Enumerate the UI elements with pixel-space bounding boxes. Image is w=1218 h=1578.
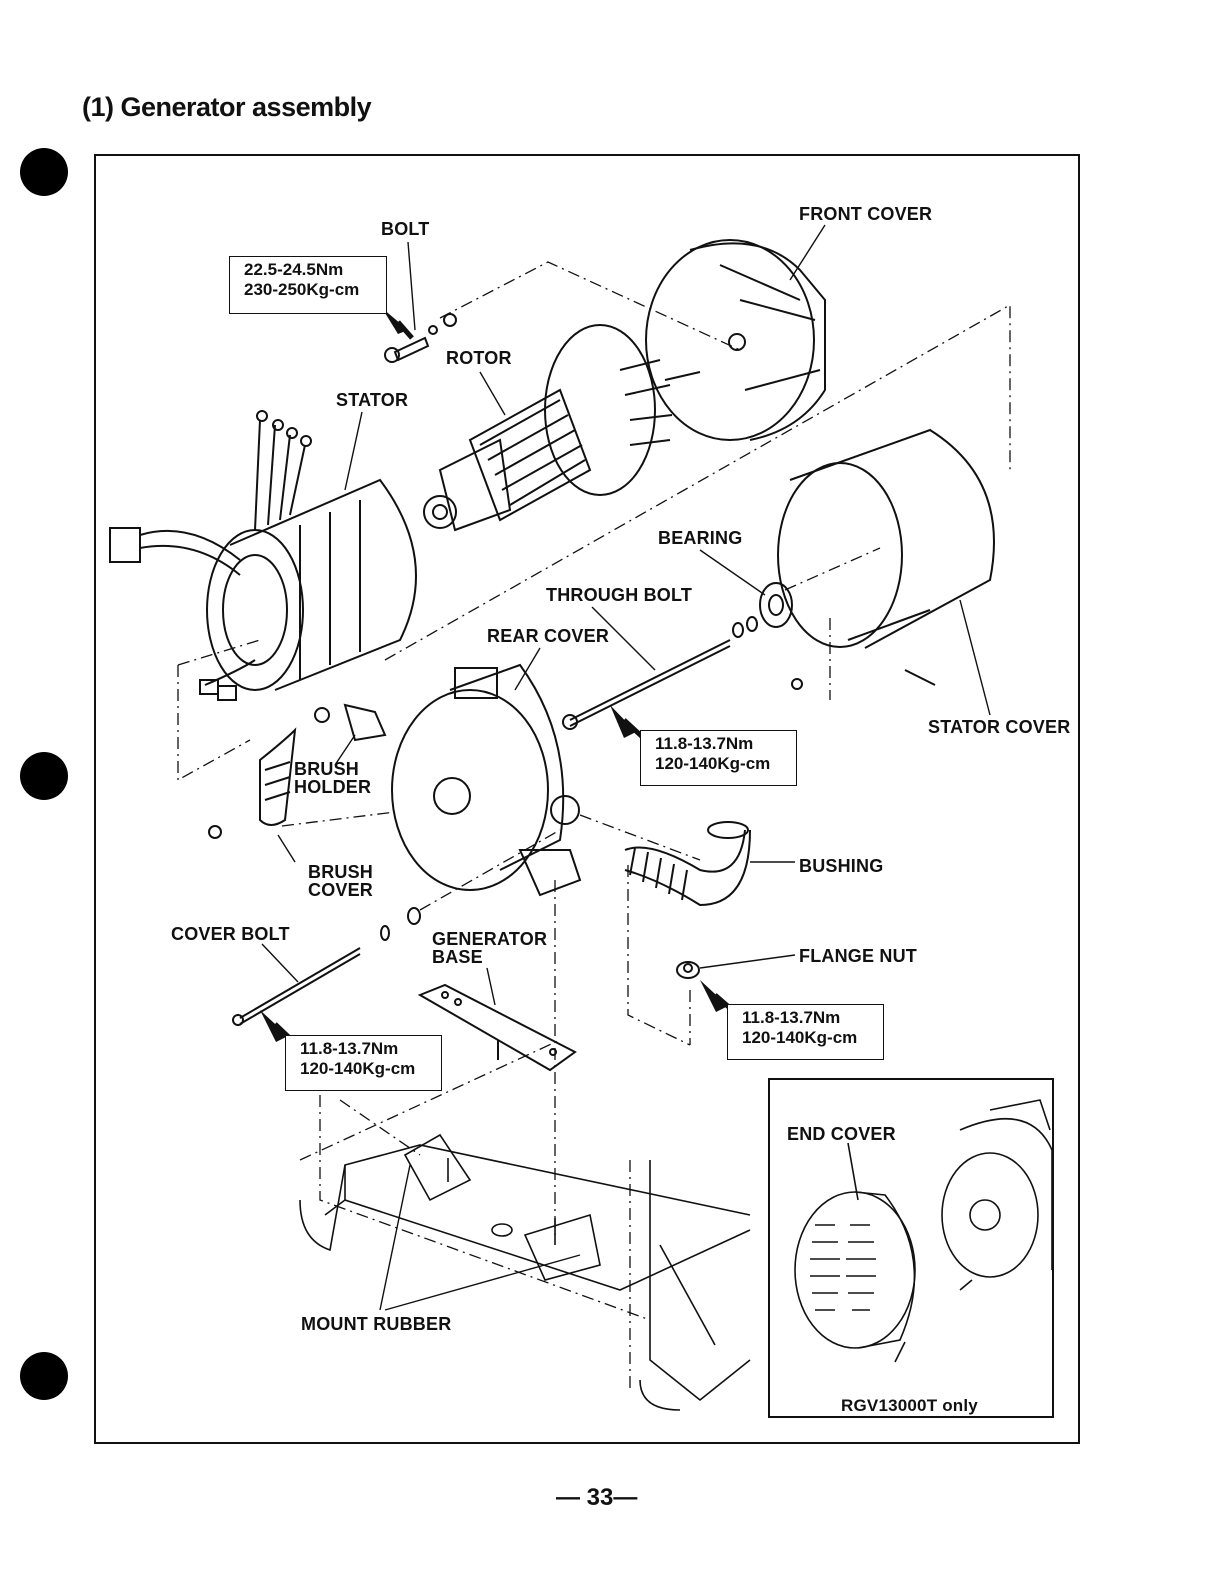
- leader-lines: [261, 224, 991, 1311]
- flange-nut-drawing: [676, 961, 700, 979]
- label-front-cover: FRONT COVER: [799, 204, 933, 224]
- label-stator-cover: STATOR COVER: [928, 717, 1071, 737]
- torque-callout-through-bolt: 11.8-13.7Nm 120-140Kg-cm: [640, 730, 797, 786]
- torque-bolt-nm: 22.5-24.5Nm: [244, 260, 344, 279]
- label-bolt: BOLT: [381, 219, 430, 239]
- rear-cover-drawing: [391, 663, 582, 897]
- torque-flange-nut-kgcm: 120-140Kg-cm: [742, 1028, 858, 1047]
- label-bushing: BUSHING: [799, 856, 884, 876]
- bolt-drawing: [384, 313, 457, 363]
- binder-hole-middle: [20, 752, 68, 800]
- torque-cover-bolt-kgcm: 120-140Kg-cm: [300, 1059, 416, 1078]
- assembly-guide-lines: [177, 261, 1011, 1390]
- stator-drawing: [109, 410, 417, 701]
- brush-cover-drawing: [208, 727, 297, 839]
- label-brush-cover-line2: COVER: [308, 880, 374, 900]
- stator-cover-drawing: [777, 428, 995, 690]
- inset-note: RGV13000T only: [841, 1396, 978, 1415]
- torque-callout-cover-bolt: 11.8-13.7Nm 120-140Kg-cm: [285, 1035, 442, 1091]
- label-brush-holder-line1: BRUSH: [294, 759, 360, 779]
- label-rotor: ROTOR: [446, 348, 512, 368]
- label-generator-base-line2: BASE: [432, 947, 483, 967]
- bearing-drawing: [759, 582, 793, 628]
- label-through-bolt: THROUGH BOLT: [546, 585, 693, 605]
- cover-bolt-drawing: [232, 907, 421, 1026]
- label-generator-base-line1: GENERATOR: [432, 929, 548, 949]
- binder-hole-bottom: [20, 1352, 68, 1400]
- label-mount-rubber: MOUNT RUBBER: [301, 1314, 452, 1334]
- rotor-drawing: [423, 324, 673, 532]
- label-bearing: BEARING: [658, 528, 743, 548]
- through-bolt-drawing: [562, 616, 758, 730]
- torque-through-bolt-kgcm: 120-140Kg-cm: [655, 754, 771, 773]
- generator-base-drawing: [417, 983, 577, 1072]
- label-stator: STATOR: [336, 390, 409, 410]
- end-cover-inset: [768, 1078, 1054, 1418]
- torque-through-bolt-nm: 11.8-13.7Nm: [655, 734, 754, 753]
- label-end-cover: END COVER: [787, 1124, 896, 1144]
- torque-bolt-kgcm: 230-250Kg-cm: [244, 280, 360, 299]
- page-number: — 33—: [556, 1484, 638, 1511]
- page-title: (1) Generator assembly: [82, 92, 372, 122]
- torque-cover-bolt-nm: 11.8-13.7Nm: [300, 1039, 399, 1058]
- torque-callout-flange-nut: 11.8-13.7Nm 120-140Kg-cm: [727, 1004, 884, 1060]
- torque-flange-nut-nm: 11.8-13.7Nm: [742, 1008, 841, 1027]
- diagram-frame: [94, 154, 1080, 1444]
- binder-hole-top: [20, 148, 68, 196]
- front-cover-drawing: [645, 239, 826, 441]
- label-brush-cover-line1: BRUSH: [308, 862, 374, 882]
- torque-callout-bolt: 22.5-24.5Nm 230-250Kg-cm: [229, 256, 387, 314]
- end-cover-drawing: [794, 1099, 1053, 1363]
- label-rear-cover: REAR COVER: [487, 626, 610, 646]
- label-cover-bolt: COVER BOLT: [171, 924, 290, 944]
- bushing-drawing: [624, 821, 751, 907]
- label-flange-nut: FLANGE NUT: [799, 946, 917, 966]
- brush-holder-drawing: [314, 703, 387, 742]
- label-brush-holder-line2: HOLDER: [294, 777, 372, 797]
- frame-drawing: [299, 1133, 751, 1411]
